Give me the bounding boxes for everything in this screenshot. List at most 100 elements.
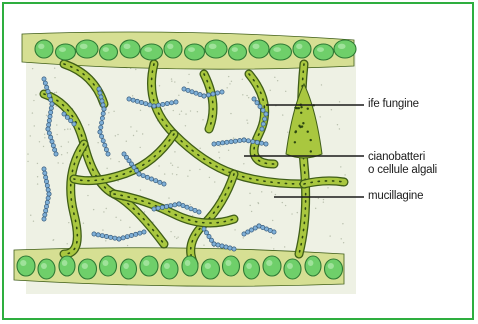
stipple-dot [158,165,159,166]
cyanobacteria-bead [202,227,206,231]
stipple-dot [272,220,273,221]
cyanobacteria-bead [158,180,162,184]
stipple-dot [187,175,188,176]
stipple-dot [219,145,220,146]
cyanobacteria-bead [182,87,186,91]
cyanobacteria-bead [170,101,174,105]
cyanobacteria-bead [255,140,259,144]
stipple-dot [164,173,165,174]
cyanobacteria-bead [49,106,53,110]
algal-cell-bottom [305,256,321,276]
stipple-dot [164,108,165,109]
cyanobacteria-bead [261,122,265,126]
cyanobacteria-bead [47,131,51,135]
algal-cell-bottom-highlight [266,260,272,266]
stipple-dot [27,153,28,154]
cyanobacteria-bead [50,139,54,143]
cyanobacteria-bead [45,184,49,188]
stipple-dot [188,74,189,75]
algal-cell-top-highlight [80,44,88,49]
stipple-dot [37,176,38,177]
cyanobacteria-bead [44,209,48,213]
algal-cell-top-highlight [59,47,66,52]
cyanobacteria-bead [263,117,267,121]
stipple-dot [173,110,174,111]
algal-cell-top [205,40,227,58]
cyanobacteria-bead [220,90,224,94]
stipple-dot [142,133,143,134]
cyanobacteria-bead [44,179,48,183]
cyanobacteria-bead [198,93,202,97]
algal-cell-top [270,44,292,60]
stipple-dot [103,211,104,212]
cyanobacteria-bead [215,91,219,95]
stipple-dot [105,240,106,241]
algal-cell-bottom-highlight [205,263,211,269]
cyanobacteria-bead [233,139,237,143]
stipple-dot [219,157,220,158]
stipple-dot [54,77,55,78]
stipple-dot [170,162,171,163]
stipple-dot [319,116,320,117]
stipple-dot [277,80,278,81]
cyanobacteria-bead [92,232,96,236]
stipple-dot [34,125,35,126]
algal-cell-top-highlight [273,47,281,52]
algal-cell-top [249,40,269,58]
algal-cell-top [56,44,76,60]
cyanobacteria-bead [42,77,46,81]
cyanobacteria-bead [45,85,49,89]
stipple-dot [39,141,40,142]
algal-cell-top-highlight [232,47,238,52]
cyanobacteria-bead [165,102,169,106]
stipple-dot [44,137,45,138]
cyanobacteria-bead [47,192,51,196]
stipple-dot [56,134,57,135]
algal-cell-top [293,40,311,58]
cyanobacteria-bead [46,196,50,200]
stipple-dot [323,199,324,200]
cyanobacteria-bead [53,148,57,152]
cyanobacteria-bead [42,217,46,221]
algal-cell-bottom [59,256,75,276]
stipple-dot [174,81,175,82]
algal-cell-bottom [161,259,178,279]
label-cyanobacteria-line1: cianobatteri [368,151,425,164]
algal-cell-bottom-highlight [164,263,170,269]
hypha-cluster-dot [307,131,309,133]
stipple-dot [202,119,203,120]
cyanobacteria-bead [106,152,110,156]
cyanobacteria-bead [49,110,53,114]
cyanobacteria-bead [135,99,139,103]
cyanobacteria-bead [216,141,220,145]
stipple-dot [229,83,230,84]
cyanobacteria-bead [197,210,201,214]
algal-cell-top [185,44,205,60]
cyanobacteria-bead [125,235,129,239]
algal-cell-top-highlight [167,44,173,49]
stipple-dot [171,78,172,79]
algal-cell-top [164,40,182,58]
stipple-dot [285,91,286,92]
stipple-dot [176,174,177,175]
cyanobacteria-bead [101,103,105,107]
stipple-dot [129,227,130,228]
cyanobacteria-bead [51,144,55,148]
cyanobacteria-bead [43,171,47,175]
algal-cell-bottom-highlight [62,260,68,266]
cyanobacteria-bead [44,175,48,179]
stipple-dot [57,162,58,163]
cyanobacteria-bead [65,115,69,119]
cyanobacteria-bead [186,88,190,92]
cyanobacteria-bead [152,207,156,211]
algal-cell-bottom [263,256,281,276]
cyanobacteria-bead [193,208,197,212]
cyanobacteria-bead [103,143,107,147]
cyanobacteria-bead [49,98,53,102]
algal-cell-bottom [79,259,97,279]
cyanobacteria-bead [202,94,206,98]
stipple-dot [140,147,141,148]
hypha-cluster-dot [300,106,302,108]
stipple-dot [102,229,103,230]
algal-cell-bottom [38,259,55,279]
